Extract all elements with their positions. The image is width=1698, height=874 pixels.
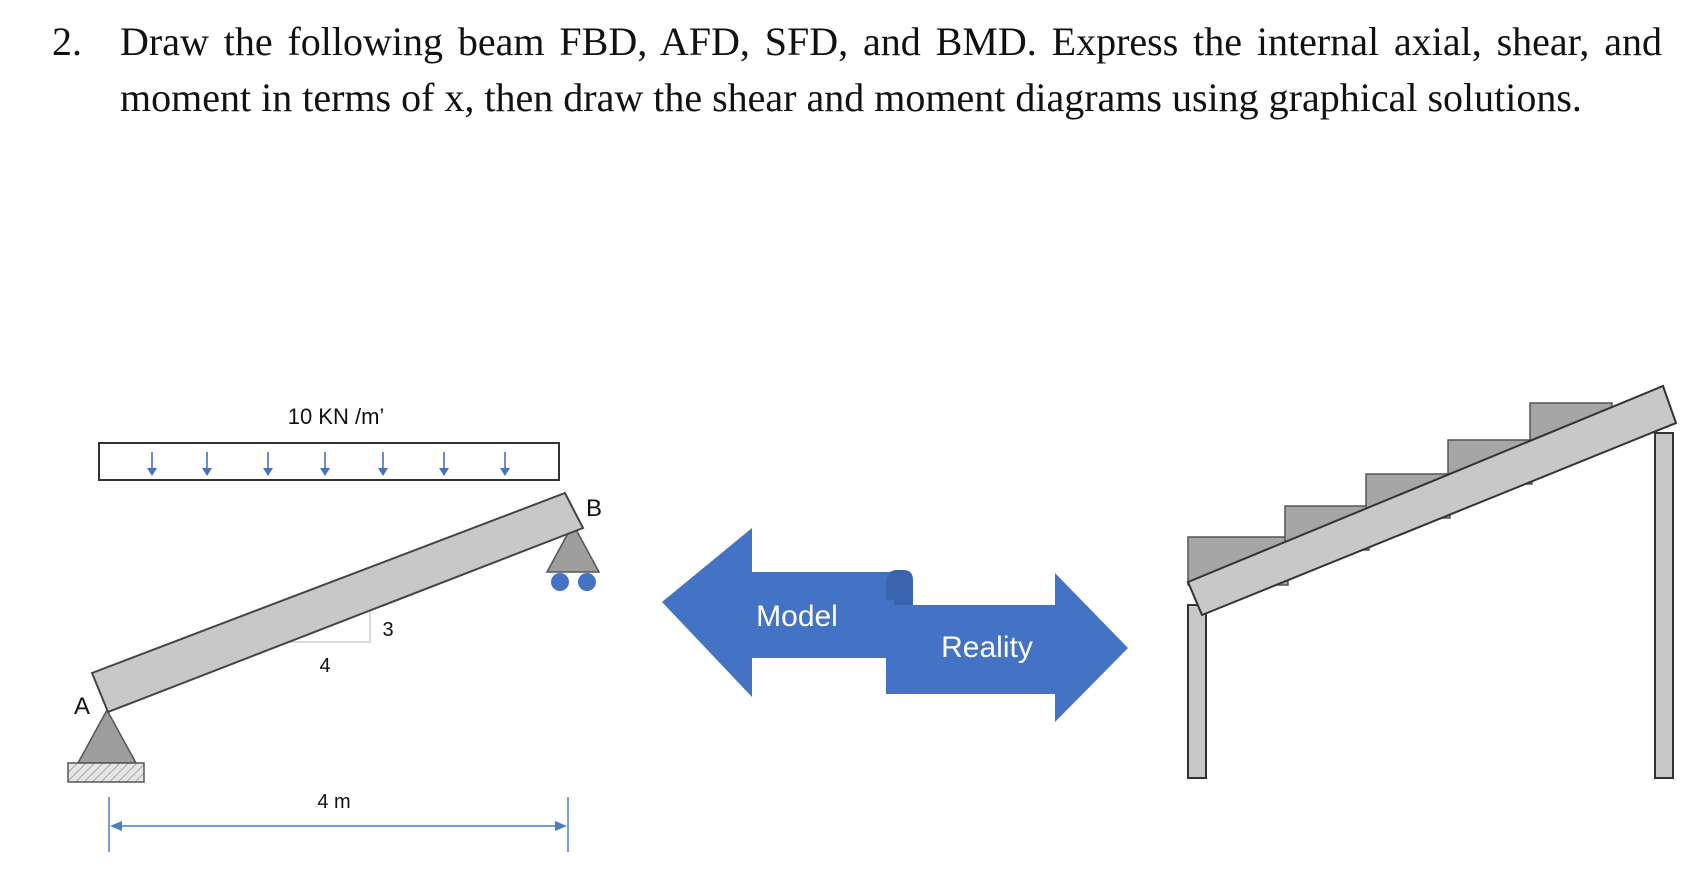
- problem-text: Draw the following beam FBD, AFD, SFD, a…: [120, 19, 1662, 120]
- load-arrowhead: [202, 468, 212, 476]
- support-b-label: B: [586, 495, 602, 522]
- load-arrowhead: [439, 468, 449, 476]
- inclined-beam: [90, 491, 585, 714]
- distributed-load: 10 KN /m’: [98, 404, 560, 481]
- load-arrowhead: [500, 468, 510, 476]
- load-arrowhead: [378, 468, 388, 476]
- problem-number: 2.: [52, 19, 82, 64]
- load-arrowhead: [320, 468, 330, 476]
- load-box: [98, 442, 560, 481]
- problem-statement: 2. Draw the following beam FBD, AFD, SFD…: [52, 14, 1662, 126]
- model-reality-arrows: Model Reality: [662, 528, 1128, 722]
- reality-label: Reality: [941, 631, 1033, 664]
- load-arrowhead: [147, 468, 157, 476]
- reality-arrow: [886, 573, 1128, 722]
- slope-run-label: 4: [319, 655, 330, 677]
- right-column: [1654, 432, 1674, 779]
- slope-rise-label: 3: [382, 619, 393, 641]
- support-a-label: A: [74, 693, 90, 720]
- reality-staircase: [1186, 384, 1678, 779]
- load-label: 10 KN /m’: [288, 404, 385, 429]
- pin-support-a: A: [67, 693, 145, 783]
- span-label: 4 m: [317, 791, 350, 813]
- span-dimension: 4 m: [108, 791, 569, 852]
- left-column: [1187, 604, 1207, 779]
- model-arrow: [662, 528, 910, 697]
- load-arrows: [147, 452, 510, 476]
- model-label: Model: [756, 600, 838, 633]
- slope-triangle: 3 4: [290, 612, 394, 677]
- roller-support-b: B: [545, 495, 602, 591]
- stair-slab: [1186, 384, 1678, 617]
- load-arrowhead: [263, 468, 273, 476]
